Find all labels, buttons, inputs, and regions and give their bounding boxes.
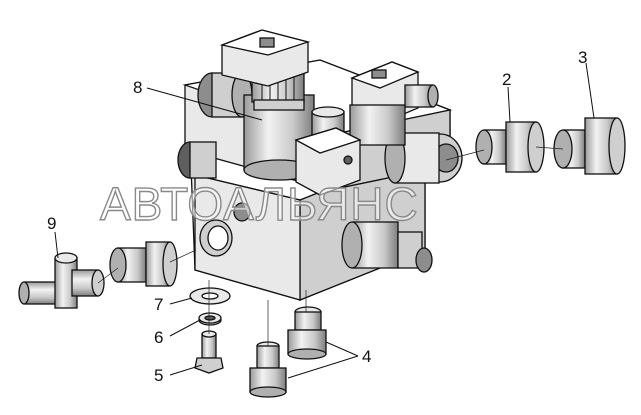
washer-7 [189, 287, 231, 305]
fitting-2 [475, 121, 545, 173]
solenoid-middle [294, 106, 362, 196]
leader-lines [54, 62, 595, 379]
fitting-3 [553, 117, 626, 175]
fitting-4-right [287, 306, 327, 360]
fitting-left [109, 241, 178, 287]
callout-4: 4 [362, 347, 371, 366]
solenoid-connector-top [219, 29, 311, 87]
cartridge-lower-right [341, 221, 433, 273]
assembly-axes [97, 146, 564, 346]
watermark-text: АВТОАЛЬЯНС [100, 178, 419, 230]
lower-left-port [177, 141, 217, 179]
front-port-ring [199, 202, 251, 257]
callout-8: 8 [133, 78, 142, 97]
fitting-4-left [249, 341, 287, 398]
bolt-5 [194, 330, 224, 374]
callout-2: 2 [502, 70, 511, 89]
seal-6 [198, 312, 222, 326]
callout-9: 9 [47, 214, 56, 233]
solenoid-connector-right [349, 61, 439, 146]
tee-fitting-9 [18, 252, 105, 309]
callout-6: 6 [154, 328, 163, 347]
left-port-fitting [197, 72, 253, 118]
callout-5: 5 [154, 366, 163, 385]
callout-7: 7 [154, 295, 163, 314]
callout-3: 3 [578, 48, 587, 67]
